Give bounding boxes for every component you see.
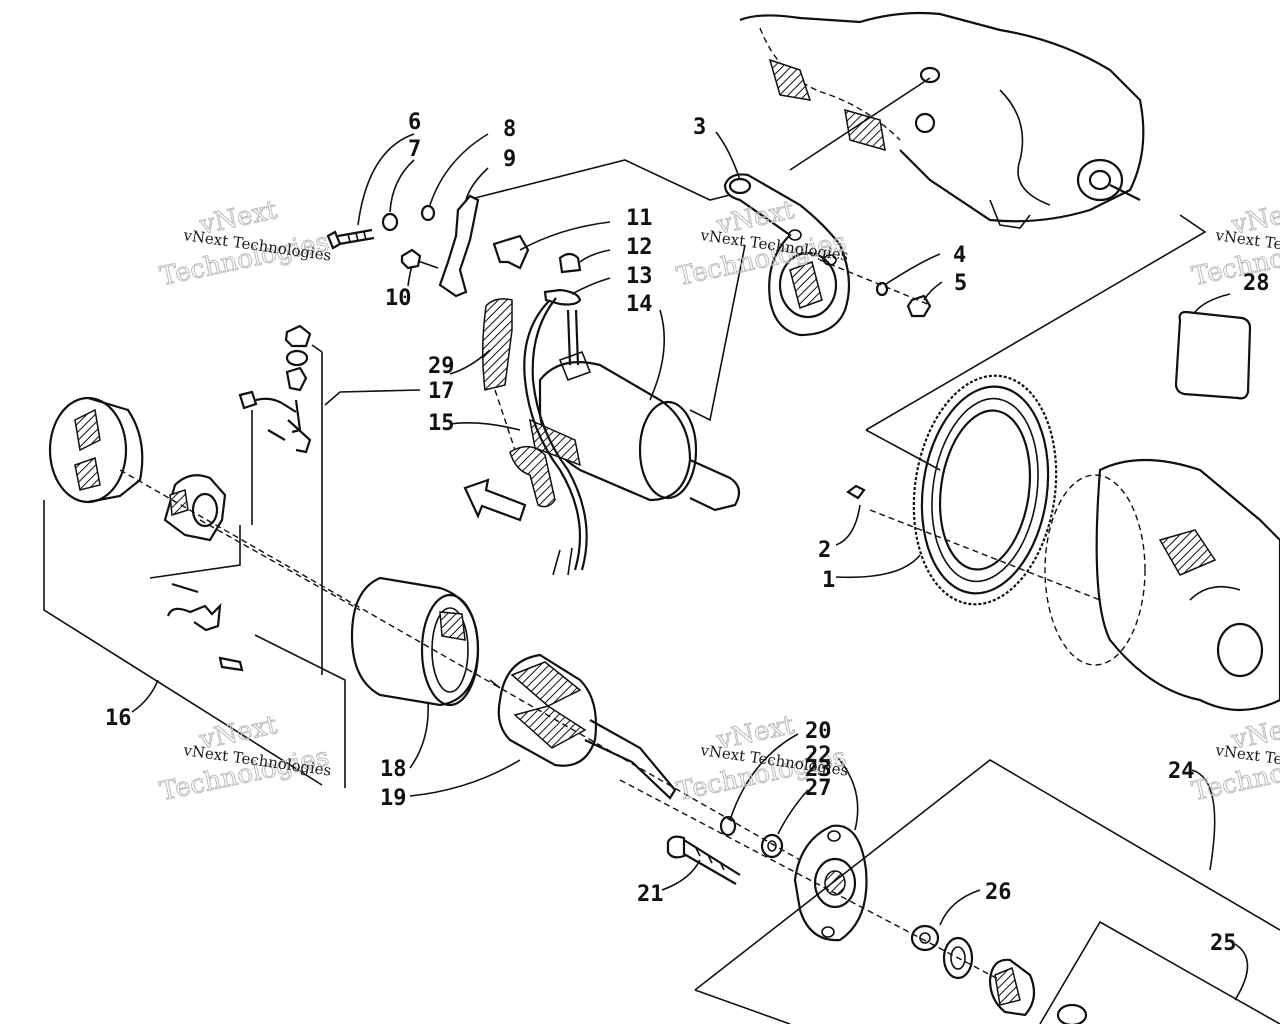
washer-8 <box>420 204 436 222</box>
armature-housing-18 <box>350 576 480 707</box>
nut-top <box>284 324 312 348</box>
part-label-17: 17 <box>428 379 455 404</box>
part-label-3: 3 <box>693 115 706 140</box>
direction-arrow <box>463 478 527 522</box>
part-label-1: 1 <box>822 568 835 593</box>
washer-top <box>285 349 309 367</box>
assembly-lines <box>43 77 1280 1024</box>
pinion-collar <box>1056 1003 1088 1024</box>
nut-5 <box>906 294 932 318</box>
part-label-13: 13 <box>626 264 653 289</box>
brush-spring <box>267 429 286 441</box>
part-label-7: 7 <box>408 137 421 162</box>
insulator-top <box>285 366 308 392</box>
leader-lines <box>131 131 1249 1001</box>
bolt-6 <box>326 228 375 250</box>
part-label-18: 18 <box>380 757 407 782</box>
lever-9 <box>438 194 480 298</box>
part-label-20: 20 <box>805 719 832 744</box>
part-label-9: 9 <box>503 147 516 172</box>
bolt-21 <box>666 835 741 885</box>
end-plate-22-23 <box>793 824 868 942</box>
engine-housing <box>739 11 1145 229</box>
washer-27 <box>760 833 784 859</box>
part-label-6: 6 <box>408 110 421 135</box>
brush-holder <box>163 474 227 542</box>
part-label-28: 28 <box>1243 271 1270 296</box>
decal-28 <box>1174 310 1252 400</box>
watermark-group-1: vNext Technologies vNext Technologies <box>157 195 333 293</box>
part-label-23: 23 <box>805 757 832 782</box>
part-label-11: 11 <box>626 206 653 231</box>
part-label-16: 16 <box>105 706 132 731</box>
armature-19 <box>489 653 677 800</box>
collar <box>942 936 974 980</box>
part-label-22: 22 <box>805 743 832 768</box>
part-labels: 1 2 3 4 5 6 7 8 9 10 11 12 13 14 15 16 1… <box>105 110 1270 956</box>
part-label-2: 2 <box>818 538 831 563</box>
part-label-5: 5 <box>954 271 967 296</box>
pinion-gear-25 <box>988 958 1036 1017</box>
part-label-15: 15 <box>428 411 455 436</box>
starter-motor-assembly <box>523 297 741 576</box>
washer-26 <box>910 924 940 952</box>
screw-lower <box>218 656 244 672</box>
washer-7 <box>381 212 399 232</box>
starter-bracket <box>723 173 851 337</box>
brush-lower <box>166 603 222 632</box>
brush-lead <box>238 390 297 413</box>
end-cap-16 <box>48 396 144 504</box>
washer-4 <box>875 281 889 297</box>
part-label-14: 14 <box>626 292 653 317</box>
watermark-group-2: vNext Technologies vNext Technologies <box>674 195 850 293</box>
part-label-10: 10 <box>385 286 412 311</box>
part-label-29: 29 <box>428 354 455 379</box>
flywheel-24 <box>1044 458 1280 712</box>
hose-29 <box>482 298 513 391</box>
part-label-21: 21 <box>637 882 664 907</box>
nut-12 <box>558 252 582 274</box>
part-label-19: 19 <box>380 786 407 811</box>
part-label-4: 4 <box>953 243 966 268</box>
hose-15 <box>509 446 556 508</box>
part-label-27: 27 <box>805 776 832 801</box>
spring-lower <box>171 582 199 594</box>
brush-terminal <box>287 399 312 454</box>
part-label-26: 26 <box>985 880 1012 905</box>
watermark-group-6: vNext Technologies vNext Technologies <box>1189 710 1280 808</box>
clip-20 <box>719 815 737 837</box>
part-label-24: 24 <box>1168 759 1195 784</box>
part-label-8: 8 <box>503 117 516 142</box>
ring-gear-1 <box>912 374 1058 606</box>
part-label-12: 12 <box>626 235 653 260</box>
rivet-2 <box>846 484 866 500</box>
terminal-clip-11 <box>492 234 530 270</box>
watermark-group-3: vNext Technologies vNext Technologies <box>157 710 333 808</box>
screw-10 <box>400 248 422 270</box>
part-label-25: 25 <box>1210 931 1237 956</box>
lug-13 <box>543 288 582 306</box>
